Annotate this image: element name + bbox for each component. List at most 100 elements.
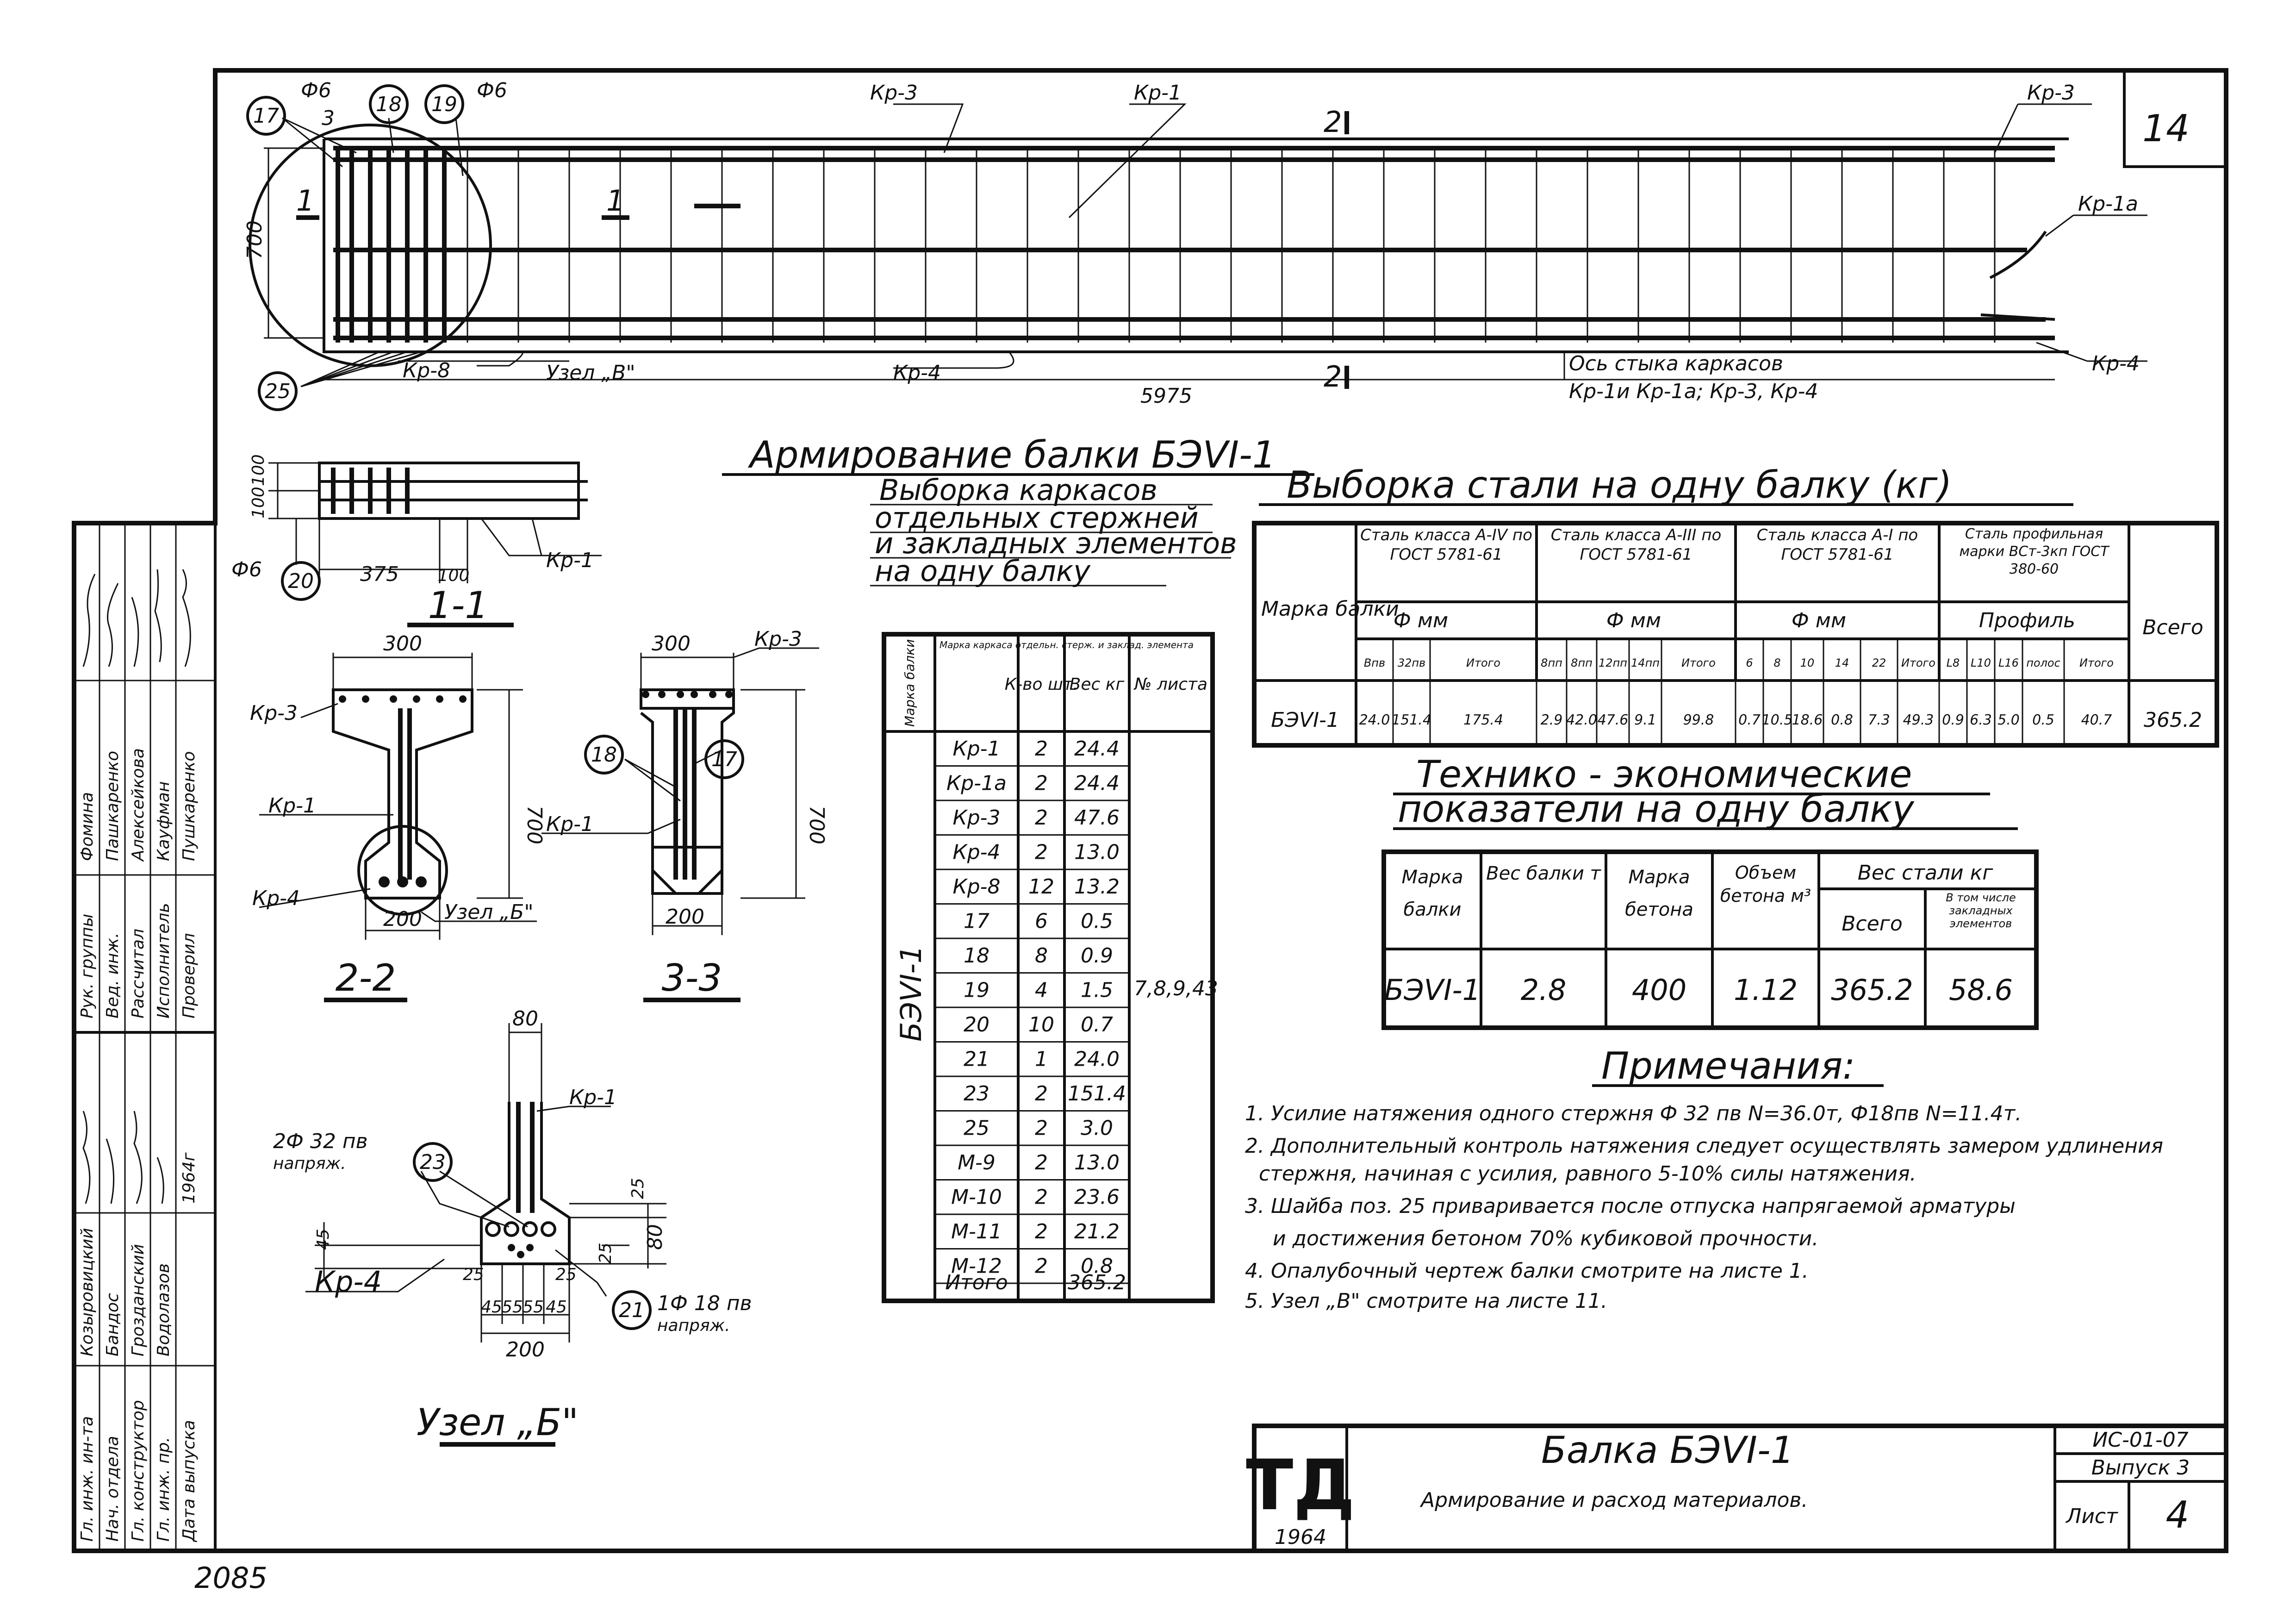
dim-200-2-2: 200 xyxy=(383,907,422,931)
tech-header-volume: Объем бетона м³ xyxy=(1720,862,1811,906)
pos-18-3-3: 18 xyxy=(591,743,617,767)
tech-header-steel: Вес стали кг xyxy=(1858,861,1994,885)
balloon-17 xyxy=(704,739,744,779)
sf-beam-mark: БЭVI-1 xyxy=(894,945,928,1042)
sf-cell: 24.4 xyxy=(1074,772,1120,795)
steel-sub-dmm-1: Ф мм xyxy=(1394,609,1448,632)
stamp-year: 1964г xyxy=(180,1152,199,1204)
steel-sub-header: 8пп xyxy=(1541,656,1562,669)
pos-17: 17 xyxy=(253,104,279,128)
label-uzel-v: Узел „В" xyxy=(546,361,635,385)
sf-cell: 21.2 xyxy=(1074,1220,1120,1243)
label-kr3-3-3: Кр-3 xyxy=(754,627,802,651)
node-b xyxy=(305,1023,666,1447)
steel-sub-header: 8 xyxy=(1773,656,1780,669)
pos-23: 23 xyxy=(420,1150,446,1174)
sf-cell: 23.6 xyxy=(1074,1186,1120,1209)
note-4: 4. Опалубочный чертеж балки смотрите на … xyxy=(1245,1259,1809,1283)
sf-cell: 23 xyxy=(964,1082,989,1106)
label-napr2: напряж. xyxy=(657,1316,730,1335)
steel-row-value: 0.8 xyxy=(1831,712,1853,728)
steel-row-value: 24.0 xyxy=(1359,712,1390,728)
dim-45-side: 45 xyxy=(314,1229,333,1250)
label-kr3-right: Кр-3 xyxy=(2027,81,2075,105)
sf-cell: 24.0 xyxy=(1074,1048,1120,1071)
label-kr1-node-b: Кр-1 xyxy=(569,1086,617,1109)
label-2d32: 2Ф 32 пв xyxy=(273,1130,368,1153)
sf-cell: 19 xyxy=(964,979,989,1002)
diameter-right: Ф6 xyxy=(477,79,507,102)
main-title: Армирование балки БЭVI-1 xyxy=(747,433,1276,476)
sf-cell: 2 xyxy=(1035,1255,1048,1278)
section-1-1 xyxy=(268,462,602,627)
balloon-18 xyxy=(584,735,624,775)
sf-cell: 18 xyxy=(964,944,989,968)
steel-sub-header: Итого xyxy=(1901,656,1935,669)
dim-45-bottom-2: 45 xyxy=(546,1298,567,1317)
tb-subtitle: Армирование и расход материалов. xyxy=(1419,1488,1808,1512)
note-1: 1. Усилие натяжения одного стержня Ф 32 … xyxy=(1245,1102,2022,1125)
sf-cell: 2 xyxy=(1035,841,1048,864)
bottom-number: 2085 xyxy=(194,1561,268,1595)
section-2-2-title: 2-2 xyxy=(336,956,396,999)
dim-80-side: 80 xyxy=(643,1224,667,1250)
side-stamp-roles-bottom: Гл. инж. ин-та Нач. отдела Гл. конструкт… xyxy=(78,1152,199,1543)
steel-sub-header: 6 xyxy=(1746,656,1753,669)
sf-cell: 0.7 xyxy=(1081,1013,1113,1037)
sf-header-qty: К-во шт. xyxy=(1005,675,1078,694)
pos-17-3-3: 17 xyxy=(711,748,737,771)
side-stamp-roles-top: Рук. группы Вед. инж. Рассчитал Исполнит… xyxy=(78,748,199,1018)
label-kr4-mid: Кр-4 xyxy=(893,361,941,385)
steel-sub-header: Впв xyxy=(1364,656,1385,669)
note-3: 3. Шайба поз. 25 приваривается после отп… xyxy=(1245,1194,2016,1218)
sf-cell: 20 xyxy=(964,1013,989,1037)
stamp-name: Водолазов xyxy=(154,1263,173,1356)
dim-100c: 100 xyxy=(438,566,470,585)
sheet-number: 14 xyxy=(2142,107,2190,150)
pos-20: 20 xyxy=(288,569,314,593)
label-d6-1-1: Ф6 xyxy=(231,558,262,581)
steel-row-value: 5.0 xyxy=(1997,712,2020,728)
pos-21: 21 xyxy=(619,1299,645,1322)
tech-header-weight: Вес балки т xyxy=(1486,863,1601,884)
tech-row-volume: 1.12 xyxy=(1734,973,1798,1007)
stamp-role: Рассчитал xyxy=(129,929,148,1018)
sf-cell: 13.0 xyxy=(1074,841,1120,864)
stamp-role: Вед. инж. xyxy=(103,933,122,1018)
tech-title-1: Технико - экономические xyxy=(1416,753,1912,796)
steel-row-value: 0.7 xyxy=(1738,712,1761,728)
section-3-3-title: 3-3 xyxy=(662,956,722,999)
sf-sheets-ref: 7,8,9,43 xyxy=(1134,977,1218,1000)
steel-group-1: Сталь класса А-IV по ГОСТ 5781-61 xyxy=(1360,526,1532,564)
sf-cell: 12 xyxy=(1028,875,1054,899)
sf-cell: М-11 xyxy=(951,1220,1002,1243)
beam-elevation xyxy=(249,103,2147,389)
steel-row-value: 151.4 xyxy=(1392,712,1431,728)
label-kr1-3-3: Кр-1 xyxy=(546,812,594,836)
selection-title-line: Выборка каркасов xyxy=(879,473,1157,507)
label-kr1a: Кр-1а xyxy=(2078,192,2138,216)
steel-row-value: 49.3 xyxy=(1903,712,1934,728)
steel-sub-header: L16 xyxy=(1998,656,2019,669)
steel-row-value: 0.5 xyxy=(2032,712,2054,728)
pos-25: 25 xyxy=(265,380,291,403)
steel-sub-header: Итого xyxy=(2079,656,2114,669)
sf-cell: 0.9 xyxy=(1081,944,1113,968)
steel-sub-header: L8 xyxy=(1947,656,1960,669)
stamp-role: Исполнитель xyxy=(154,903,173,1018)
title-block xyxy=(1252,1424,2228,1553)
selection-title-line: отдельных стержней xyxy=(875,501,1199,535)
steel-row-value: 7.3 xyxy=(1868,712,1890,728)
sf-cell: 1 xyxy=(1035,1048,1048,1071)
section-1-1-title: 1-1 xyxy=(428,584,489,627)
sf-cell: 8 xyxy=(1035,944,1048,968)
steel-row-value: 2.9 xyxy=(1541,712,1563,728)
splice-title: Ось стыка каркасов xyxy=(1569,352,1783,375)
steel-row-value: 99.8 xyxy=(1683,712,1714,728)
sf-cell: 13.2 xyxy=(1074,875,1120,899)
sf-cell: 2 xyxy=(1035,1082,1048,1106)
steel-sub-header: Итого xyxy=(1466,656,1500,669)
dim-25a: 25 xyxy=(463,1265,484,1284)
steel-row-value: 0.9 xyxy=(1942,712,1964,728)
